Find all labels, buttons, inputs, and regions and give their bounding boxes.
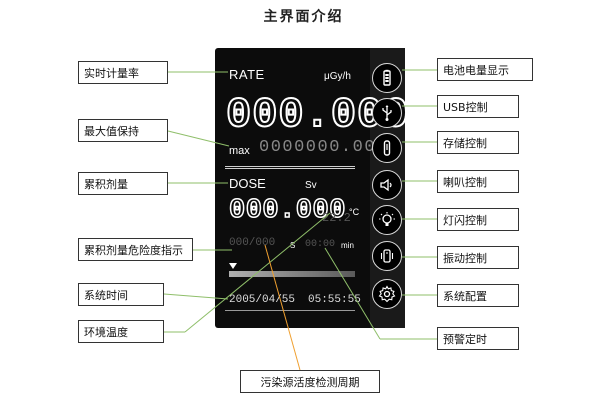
dose-unit: Sv — [305, 180, 317, 191]
usb-icon — [382, 105, 392, 121]
bottom-rule — [225, 310, 355, 311]
callout-usb: USB控制 — [437, 95, 519, 118]
gear-icon — [378, 285, 396, 303]
dose-ratio: 000/000 — [229, 237, 276, 249]
vibrate-button[interactable] — [372, 241, 402, 271]
flashlight-button[interactable] — [372, 205, 402, 235]
callout-alarm-timer: 预警定时 — [437, 327, 519, 350]
callout-settings: 系统配置 — [437, 284, 519, 307]
callout-storage: 存储控制 — [437, 131, 519, 154]
callout-speaker: 喇叭控制 — [437, 170, 519, 193]
page-title: 主界面介绍 — [263, 9, 344, 25]
temperature-unit: °C — [349, 207, 360, 217]
system-date: 2005/04/55 — [229, 294, 296, 306]
battery-icon — [383, 69, 391, 86]
dose-label: DOSE — [229, 176, 266, 191]
callout-accumulated-dose: 累积剂量 — [78, 172, 168, 195]
usb-button[interactable] — [372, 98, 402, 128]
max-value: 0000000.00 — [259, 138, 377, 157]
settings-button[interactable] — [372, 279, 402, 309]
callout-vibrate: 振动控制 — [437, 246, 519, 269]
temperature-value: 22.2 — [322, 211, 351, 225]
risk-indicator-bar — [229, 271, 355, 277]
battery-button[interactable] — [372, 63, 402, 93]
minutes-unit: min — [341, 241, 354, 250]
speaker-button[interactable] — [372, 170, 402, 200]
risk-indicator-marker — [229, 263, 237, 269]
callout-battery: 电池电量显示 — [437, 58, 533, 81]
speaker-icon — [380, 178, 392, 192]
rate-unit: μGy/h — [324, 71, 351, 82]
callout-dose-risk: 累积剂量危险度指示 — [78, 238, 193, 261]
system-time: 05:55:55 — [308, 294, 361, 306]
divider — [225, 168, 355, 169]
callout-flash: 灯闪控制 — [437, 208, 519, 231]
callout-realtime-rate: 实时计量率 — [78, 61, 168, 84]
callout-max-hold: 最大值保持 — [78, 119, 168, 142]
rate-label: RATE — [229, 67, 265, 82]
vibrate-icon — [380, 249, 394, 263]
max-label: max — [229, 145, 250, 157]
flashlight-icon — [379, 212, 395, 226]
seconds-unit: S — [290, 241, 296, 250]
callout-ambient-temperature: 环境温度 — [78, 320, 164, 343]
callout-system-time: 系统时间 — [78, 283, 164, 306]
timer-value: 00:00 — [305, 239, 336, 250]
storage-button[interactable] — [372, 133, 402, 163]
divider — [225, 166, 355, 167]
storage-icon — [383, 140, 391, 156]
callout-contamination-cycle: 污染源活度检测周期 — [240, 370, 380, 393]
